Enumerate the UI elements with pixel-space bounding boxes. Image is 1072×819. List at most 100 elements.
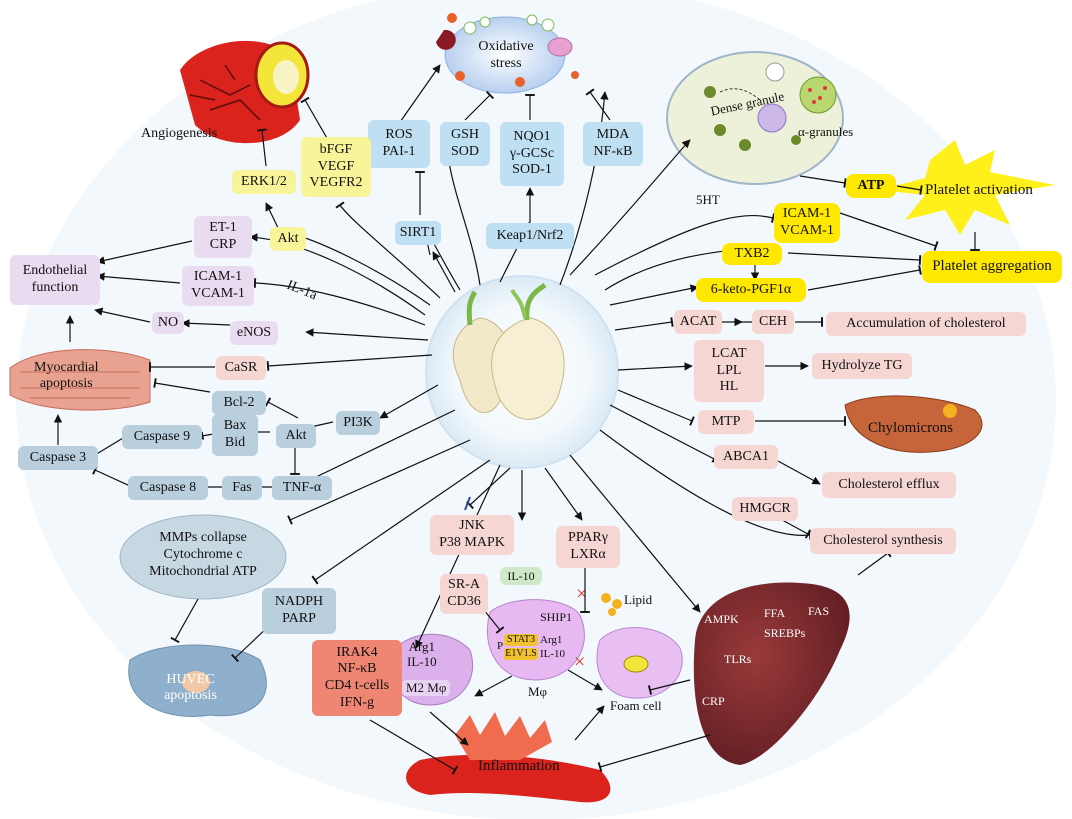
jnk-p38-box: JNK P38 MAPK [430, 515, 514, 555]
crp-text: CRP [209, 237, 237, 252]
abca1-box: ABCA1 [714, 445, 778, 469]
irak4-text: IRAK4 [336, 644, 378, 660]
mito-atp-text: Mitochondrial ATP [149, 563, 257, 579]
huvec-text: HUVEC [166, 672, 215, 687]
gsh-sod-box: GSH SOD [440, 122, 490, 166]
tlrs-label: TLRs [724, 652, 752, 666]
mphi-label: Mφ [528, 684, 548, 699]
ppar-text: PPARγ [568, 530, 608, 546]
et1-text: ET-1 [209, 220, 237, 236]
cholesterol-synthesis-box: Cholesterol synthesis [810, 528, 956, 554]
sod-text: SOD [450, 144, 479, 159]
lpl-text: LPL [716, 362, 742, 378]
keap1-box: Keap1/Nrf2 [486, 223, 574, 249]
stat3-badge: STAT3 [504, 634, 538, 646]
akt-apoptosis-box: Akt [276, 424, 316, 448]
cytochrome-text: Cytochrome c [163, 546, 243, 562]
no-box: NO [152, 312, 184, 334]
svg-text:×: × [576, 583, 587, 605]
huvec-label: HUVEC apoptosis [164, 672, 217, 704]
mmps-collapse-text: MMPs collapse [159, 530, 247, 545]
mitochondrion-image [119, 514, 287, 600]
txb2-box: TXB2 [722, 243, 782, 265]
srebps-label: SREBPs [764, 626, 806, 640]
caspase9-box: Caspase 9 [122, 425, 202, 449]
huvec-apoptosis-text: apoptosis [164, 688, 217, 704]
mda-nfkb-box: MDA NF-κB [583, 122, 643, 166]
il10b-label: IL-10 [540, 648, 566, 660]
ifng-text: IFN-g [339, 694, 375, 710]
foam-cell-label: Foam cell [610, 698, 662, 713]
pgf-box: 6-keto-PGF1α [696, 278, 806, 302]
fas-liver-label: FAS [808, 604, 830, 618]
irak4-box: IRAK4 NF-κB CD4 t-cells IFN-g [312, 640, 402, 716]
nadph-parp-box: NADPH PARP [262, 588, 336, 634]
liver-image [693, 582, 850, 765]
icam-vcam-endo-box: ICAM-1 VCAM-1 [182, 266, 254, 306]
bax-text: Bax [223, 418, 247, 434]
lxr-text: LXRα [570, 547, 606, 562]
lipid-label: Lipid [624, 592, 653, 607]
et1-crp-box: ET-1 CRP [194, 216, 252, 258]
ship1-label: SHIP1 [540, 610, 573, 624]
il10-badge: IL-10 [500, 567, 542, 585]
chylomicrons-label: Chylomicrons [868, 420, 953, 436]
endothelial-text: Endothelial [22, 263, 88, 279]
angiogenesis-label: Angiogenesis [141, 126, 218, 141]
ros-pai-box: ROS PAI-1 [368, 120, 430, 168]
hmgcr-box: HMGCR [732, 497, 798, 521]
casr-box: CaSR [216, 356, 266, 380]
tnfa-box: TNF-α [272, 476, 332, 500]
hydrolyze-tg-box: Hydrolyze TG [812, 353, 912, 379]
pi3k-box: PI3K [336, 411, 380, 435]
platelet-aggregation-box: Platelet aggregation [922, 251, 1062, 283]
caspase3-box: Caspase 3 [18, 446, 98, 470]
bid-text: Bid [224, 435, 246, 450]
sra-text: SR-A [448, 577, 480, 593]
svg-text:×: × [574, 651, 585, 673]
serotonin-label: 5HT [696, 192, 720, 207]
irak-nfkb-text: NF-κB [337, 661, 377, 677]
nqo1-box: NQO1 γ-GCSc SOD-1 [500, 122, 564, 186]
hl-text: HL [719, 379, 739, 395]
enos-box: eNOS [230, 321, 278, 345]
sod1-text: SOD-1 [512, 162, 552, 178]
crp-liver-label: CRP [702, 694, 725, 708]
blood-vessel-image [180, 40, 310, 144]
myocardial-apoptosis-label: Myocardial apoptosis [34, 360, 99, 392]
cd36-text: CD36 [447, 594, 481, 609]
platelet-vcam-text: VCAM-1 [780, 223, 834, 238]
sra-cd36-box: SR-A CD36 [440, 574, 488, 614]
m2-label: M2 Mφ [402, 680, 451, 696]
mtp-box: MTP [698, 410, 754, 434]
platelet-cell-image [666, 51, 844, 185]
bcl2-box: Bcl-2 [212, 391, 266, 415]
sirt1-box: SIRT1 [395, 221, 441, 245]
myocardial-text: Myocardial [34, 360, 99, 375]
fas-box: Fas [222, 476, 262, 500]
gsh-text: GSH [450, 127, 479, 143]
function-text: function [31, 280, 79, 295]
m2-markers: Arg1 IL-10 [407, 639, 437, 670]
apoptosis-text: apoptosis [39, 376, 93, 392]
arg1-label: Arg1 [540, 634, 563, 646]
inflammation-label: Inflammation [478, 758, 560, 774]
angiogenic-factors-box: bFGF VEGF VEGFR2 [301, 137, 371, 197]
p-label: P [497, 640, 504, 652]
oxidative-stress-label: Oxidative stress [470, 36, 542, 76]
nfkb-text: NF-κB [593, 144, 633, 159]
cd4-text: CD4 t-cells [324, 678, 390, 693]
cholesterol-efflux-box: Cholesterol efflux [822, 472, 956, 498]
lcat-lpl-hl-box: LCAT LPL HL [694, 340, 764, 402]
garlic-icon [452, 282, 565, 420]
ppar-lxr-box: PPARγ LXRα [556, 526, 620, 568]
bax-bid-box: Bax Bid [212, 414, 258, 456]
lcat-text: LCAT [711, 346, 747, 362]
alpha-granules-label: α-granules [798, 124, 854, 139]
ros-text: ROS [385, 127, 413, 143]
stress-text: stress [490, 56, 522, 71]
myocardial-cell-image [9, 349, 151, 411]
icam-text: ICAM-1 [193, 269, 243, 285]
jnk-text: JNK [459, 518, 485, 534]
